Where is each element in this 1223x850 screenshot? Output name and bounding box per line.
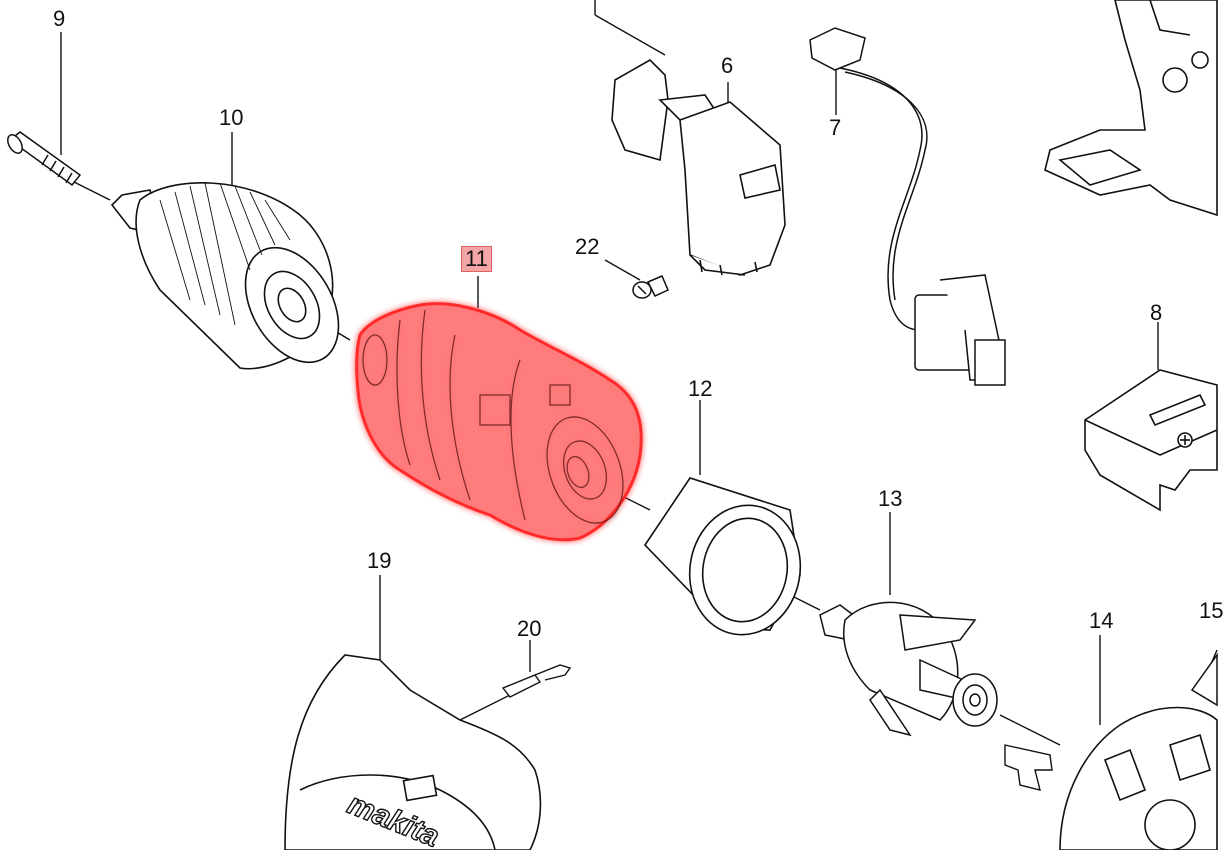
part-20-spring[interactable] [501, 664, 572, 698]
callout-20[interactable]: 20 [517, 616, 542, 641]
part-11-gear-assembly[interactable] [355, 302, 643, 542]
callout-12[interactable]: 12 [688, 376, 713, 401]
callout-6[interactable]: 6 [721, 53, 734, 78]
callout-8[interactable]: 8 [1150, 300, 1163, 325]
callout-10[interactable]: 10 [219, 105, 244, 130]
part-9-screw[interactable] [5, 131, 82, 187]
part-14-brush-holder[interactable] [1059, 706, 1218, 850]
callout-14[interactable]: 14 [1089, 608, 1114, 633]
callout-13[interactable]: 13 [878, 486, 903, 511]
callout-19[interactable]: 19 [367, 548, 392, 573]
part-12-magnet-housing[interactable] [643, 477, 810, 644]
callout-22[interactable]: 22 [575, 234, 600, 259]
callout-9[interactable]: 9 [53, 6, 66, 31]
brush-clip[interactable] [1004, 744, 1053, 791]
callout-15[interactable]: 15 [1199, 598, 1223, 623]
part-6-switch[interactable] [611, 59, 786, 276]
part-13-armature[interactable] [819, 601, 998, 737]
part-7-lead-wire[interactable] [809, 27, 1006, 386]
part-19-front-housing[interactable] [284, 654, 542, 850]
callout-11[interactable]: 11 [461, 246, 492, 272]
part-10-chuck[interactable] [110, 182, 358, 379]
part-8-controller[interactable] [1084, 369, 1218, 512]
part-22-screw[interactable] [632, 275, 669, 299]
part-15-component[interactable] [1190, 652, 1218, 707]
callout-7[interactable]: 7 [829, 115, 842, 140]
housing-half[interactable] [1044, 0, 1218, 217]
